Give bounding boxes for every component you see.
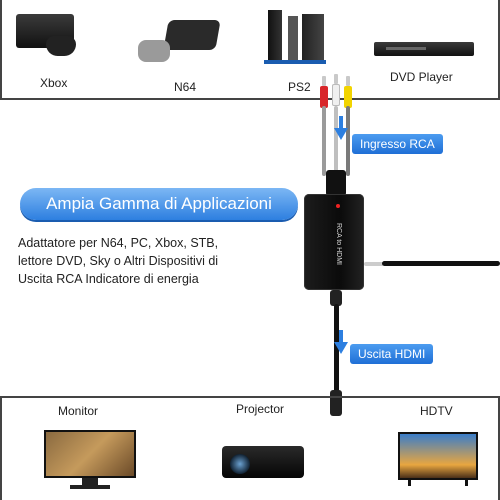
xbox-controller-icon (46, 36, 76, 56)
projector-lens-icon (230, 454, 250, 474)
rca-input-callout: Ingresso RCA (352, 134, 443, 154)
rca-cable (334, 106, 338, 176)
dvd-player-label: DVD Player (390, 70, 453, 84)
ps2-base-icon (264, 60, 326, 64)
rca-cable (346, 106, 350, 176)
rca-tip-icon (346, 76, 350, 86)
rca-tip-icon (334, 74, 338, 84)
projector-label: Projector (236, 402, 285, 416)
frame-edge (498, 398, 500, 500)
rca-to-hdmi-adapter (304, 194, 364, 290)
hdtv-label: HDTV (420, 404, 453, 418)
monitor-base-icon (70, 485, 110, 489)
hdmi-connector-icon (330, 290, 342, 306)
adapter-label: RCA to HDMI (335, 222, 342, 265)
ps2-label: PS2 (288, 80, 311, 94)
n64-console-icon (163, 20, 221, 50)
output-arrow-icon (334, 342, 348, 354)
source-devices-frame (0, 0, 500, 100)
frame-edge (0, 0, 2, 100)
hdmi-output-callout: Uscita HDMI (350, 344, 434, 364)
headline-banner: Ampia Gamma di Applicazioni (20, 188, 298, 220)
display-devices-frame (0, 396, 500, 500)
input-arrow-shaft (339, 116, 343, 130)
output-arrow-shaft (339, 330, 343, 344)
monitor-stand-icon (82, 478, 98, 486)
frame-edge (498, 0, 500, 100)
monitor-screen-icon (44, 430, 136, 478)
description-text: Adattatore per N64, PC, Xbox, STB, letto… (18, 236, 219, 286)
rca-tip-icon (322, 76, 326, 86)
rca-cable (322, 106, 326, 176)
usb-power-cable (382, 261, 500, 266)
rca-cable-sleeve (326, 170, 346, 196)
monitor-label: Monitor (58, 404, 99, 418)
tv-legs-icon (408, 480, 468, 486)
power-indicator-icon (336, 204, 340, 208)
rca-red-plug-icon (320, 86, 328, 108)
usb-connector-icon (364, 262, 384, 266)
frame-edge (0, 398, 2, 500)
n64-label: N64 (174, 80, 197, 94)
dvd-tray-icon (386, 47, 426, 50)
xbox-label: Xbox (40, 76, 68, 90)
ps2-console-icon (302, 14, 324, 62)
tv-screen-icon (398, 432, 478, 480)
rca-white-plug-icon (332, 84, 340, 106)
input-arrow-icon (334, 128, 348, 140)
ps2-console-icon (288, 16, 298, 62)
rca-yellow-plug-icon (344, 86, 352, 108)
n64-controller-icon (138, 40, 170, 62)
ps2-console-icon (268, 10, 282, 62)
